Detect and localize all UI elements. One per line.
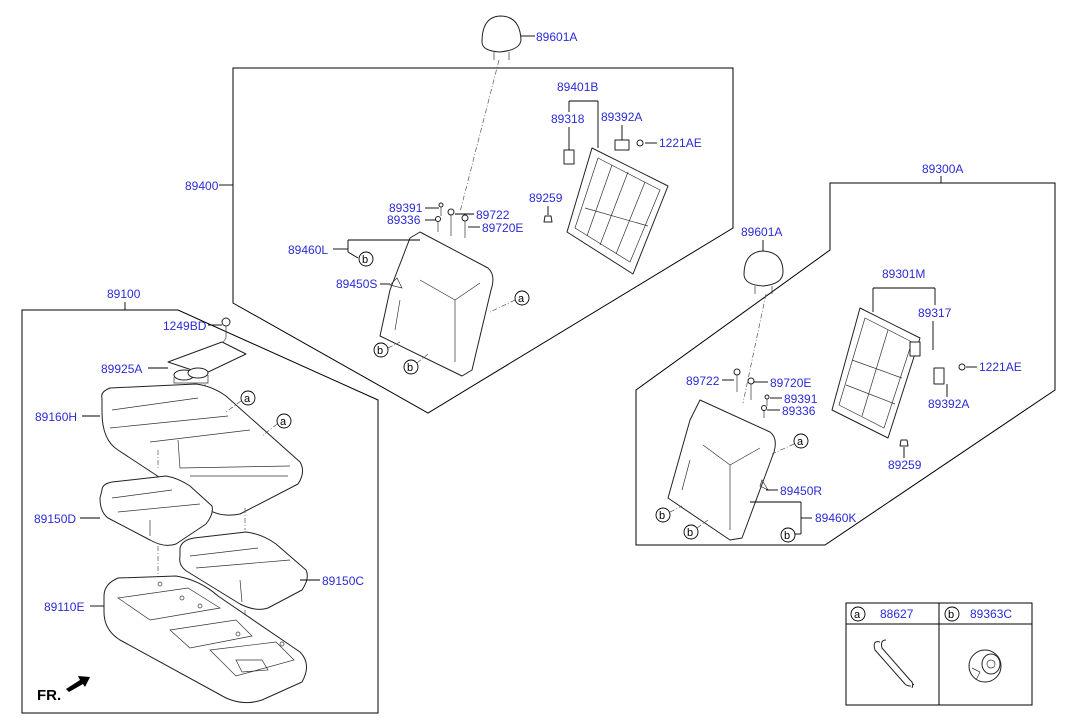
headrest-right-icon [743,250,784,294]
label-89150D[interactable]: 89150D [34,512,76,526]
legend-a-part[interactable]: 88627 [880,607,914,621]
label-89150C[interactable]: 89150C [322,574,364,588]
label-89160H[interactable]: 89160H [35,410,77,424]
label-89401B[interactable]: 89401B [557,80,598,94]
label-1249BD[interactable]: 1249BD [163,319,207,333]
group-frame-89300A [635,182,1056,546]
label-89601A-right[interactable]: 89601A [741,225,782,239]
seatback-cushion-left-icon [379,231,494,377]
label-1221AE-right[interactable]: 1221AE [979,360,1022,374]
label-89336-right[interactable]: 89336 [782,404,816,418]
seat-cushion-left-icon [99,475,213,546]
label-1221AE-left[interactable]: 1221AE [659,136,702,150]
group-frame-89400 [232,67,734,414]
fasteners-left-icon [435,202,469,238]
label-89391-left[interactable]: 89391 [389,201,423,215]
callout-b-left-1: b [358,251,374,267]
callout-b-left-2: b [373,342,389,358]
label-89100[interactable]: 89100 [107,287,141,301]
legend-b-part[interactable]: 89363C [970,607,1012,621]
headrest-top-icon [481,15,522,60]
legend-callout-a: a [850,606,866,622]
label-89720E-left[interactable]: 89720E [482,221,523,235]
front-arrow-icon [66,676,90,692]
label-89720E-right[interactable]: 89720E [770,376,811,390]
seatback-frame-left-icon [563,139,669,275]
label-89601A-top[interactable]: 89601A [536,30,577,44]
legend-callout-b: b [944,606,960,622]
label-89300A[interactable]: 89300A [922,162,963,176]
callout-a-seat-1: a [240,390,256,406]
label-89722-left[interactable]: 89722 [476,208,510,222]
callout-b-right-3: b [780,527,796,543]
seatback-cushion-right-icon [667,399,776,541]
callout-b-right-1: b [655,507,671,523]
label-89450R[interactable]: 89450R [780,484,822,498]
callout-a-right-seatback: a [793,433,809,449]
callout-b-left-3: b [403,359,419,375]
svg-text:b: b [407,362,413,374]
label-89259-right[interactable]: 89259 [888,458,922,472]
label-89722-right[interactable]: 89722 [686,374,720,388]
label-89110E[interactable]: 89110E [44,600,84,614]
label-89392A-left[interactable]: 89392A [601,110,642,124]
svg-text:a: a [854,609,861,621]
callout-b-right-2: b [683,524,699,540]
svg-text:b: b [659,510,665,522]
legend-table [845,602,1033,706]
callout-a-left-seatback: a [514,290,530,306]
svg-text:b: b [948,609,954,621]
label-89317[interactable]: 89317 [918,306,952,320]
label-89259-left[interactable]: 89259 [529,191,563,205]
label-89336-left[interactable]: 89336 [387,213,421,227]
svg-text:a: a [797,436,804,448]
label-89301M[interactable]: 89301M [882,267,925,281]
label-89450S[interactable]: 89450S [336,277,377,291]
fasteners-right-icon [733,368,770,418]
clip-88627-icon [873,639,915,689]
label-89460K[interactable]: 89460K [815,511,856,525]
label-fr: FR. [37,687,61,704]
label-89925A[interactable]: 89925A [101,362,142,376]
bolt-1249BD-icon [221,317,231,338]
svg-text:b: b [687,527,693,539]
svg-text:a: a [280,416,287,428]
label-89460L[interactable]: 89460L [288,243,328,257]
seatback-frame-right-icon [831,307,945,439]
svg-text:a: a [244,393,251,405]
label-89318[interactable]: 89318 [551,112,585,126]
seat-frame-icon [103,575,307,704]
clip-89363C-icon [968,649,1002,683]
label-89391-right[interactable]: 89391 [784,392,818,406]
callout-a-seat-2: a [276,413,292,429]
seat-cushion-cover-icon [101,383,304,516]
svg-text:a: a [518,293,525,305]
svg-text:b: b [362,254,368,266]
group-frame-89100 [21,309,379,714]
svg-text:b: b [784,530,790,542]
cupholder-tray-icon [167,341,247,384]
svg-text:b: b [377,345,383,357]
label-89392A-right[interactable]: 89392A [928,397,969,411]
label-89400[interactable]: 89400 [185,179,219,193]
